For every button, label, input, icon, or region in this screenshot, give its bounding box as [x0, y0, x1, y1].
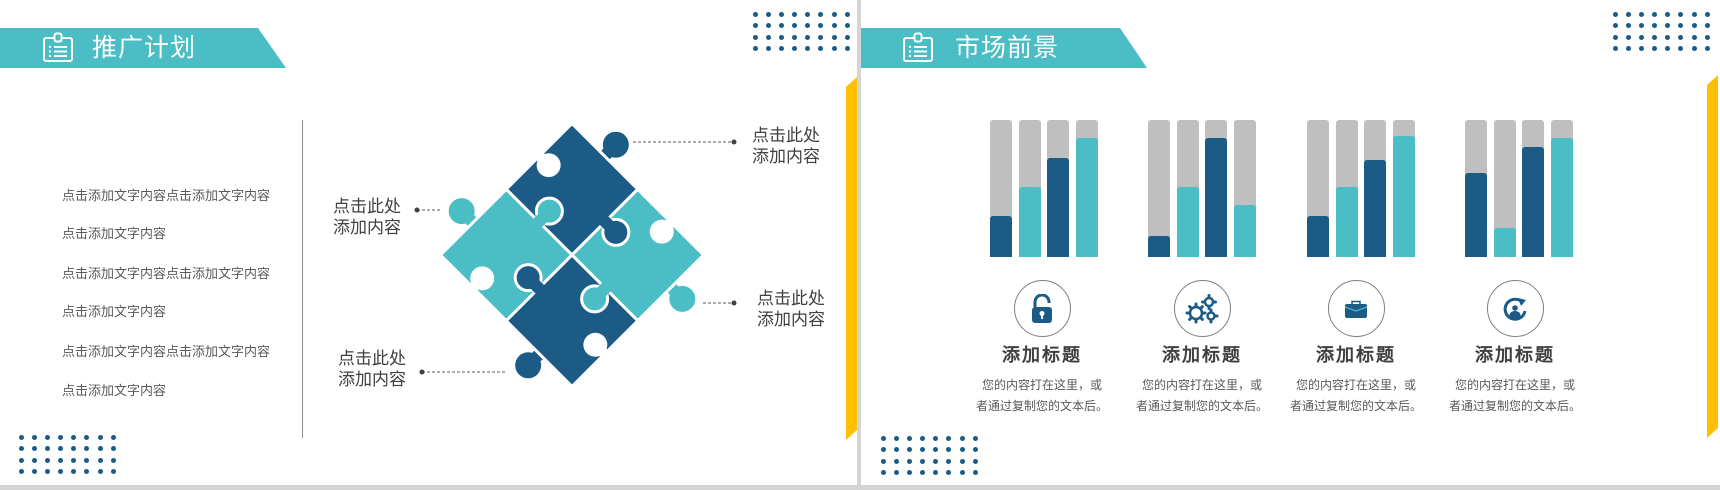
- bar-chart-3: [1307, 120, 1416, 257]
- card-description[interactable]: 您的内容打在这里，或 者通过复制您的文本后。: [1122, 375, 1282, 417]
- card-title[interactable]: 添加标题: [1002, 345, 1082, 366]
- desc-line: 者通过复制您的文本后。: [1135, 399, 1268, 413]
- label-line: 点击此处: [757, 289, 825, 309]
- id-card-list-icon: [903, 32, 933, 62]
- card-title[interactable]: 添加标题: [1316, 345, 1396, 366]
- vertical-divider: [302, 120, 303, 438]
- bar-track: [1047, 120, 1070, 257]
- card-description[interactable]: 您的内容打在这里，或 者通过复制您的文本后。: [1435, 375, 1595, 417]
- bar-fill: [1550, 137, 1574, 257]
- decorative-dot-grid: [19, 435, 116, 474]
- slide-promotion-plan: 推广计划 点击添加文字内容点击添加文字内容 点击添加文字内容 点击添加文字内容点…: [0, 0, 857, 485]
- bar-track: [1335, 120, 1358, 257]
- list-item[interactable]: 点击添加文字内容: [62, 384, 167, 399]
- bar-fill: [1335, 187, 1358, 257]
- puzzle-label-bottom-left[interactable]: 点击此处 添加内容: [338, 349, 406, 391]
- bar-track: [1205, 120, 1228, 257]
- decorative-dot-grid: [881, 436, 978, 475]
- label-line: 点击此处: [333, 197, 401, 217]
- bar-fill: [1075, 137, 1099, 257]
- label-line: 点击此处: [338, 349, 406, 369]
- puzzle-label-top-right[interactable]: 点击此处 添加内容: [752, 126, 820, 168]
- bar-track: [1148, 120, 1171, 257]
- page-title: 推广计划: [92, 33, 197, 62]
- label-line: 添加内容: [338, 370, 406, 390]
- card-description[interactable]: 您的内容打在这里，或 者通过复制您的文本后。: [1276, 375, 1436, 417]
- list-item[interactable]: 点击添加文字内容点击添加文字内容: [62, 267, 271, 282]
- desc-line: 者通过复制您的文本后。: [975, 399, 1108, 413]
- decorative-dot-grid: [753, 12, 850, 51]
- bar-fill: [1392, 136, 1416, 257]
- leader-lines: [417, 141, 734, 373]
- bar-track: [1176, 120, 1199, 257]
- bar-track: [1493, 120, 1516, 257]
- desc-line: 您的内容打在这里，或: [981, 378, 1102, 392]
- feature-card: 添加标题 您的内容打在这里，或 者通过复制您的文本后。: [1276, 280, 1436, 417]
- bar-track: [1018, 120, 1041, 257]
- bar-track: [1550, 120, 1574, 257]
- bar-chart-2: [1148, 120, 1257, 257]
- icon-circle: [1486, 280, 1544, 337]
- bar-fill: [1018, 187, 1041, 257]
- feature-card: 添加标题 您的内容打在这里，或 者通过复制您的文本后。: [1122, 280, 1282, 417]
- bar-chart-1: [990, 120, 1099, 257]
- bar-fill: [1307, 215, 1330, 257]
- list-item[interactable]: 点击添加文字内容: [62, 305, 167, 320]
- bar-track: [1075, 120, 1099, 257]
- bar-fill: [990, 215, 1013, 257]
- puzzle-label-left[interactable]: 点击此处 添加内容: [333, 197, 401, 239]
- bar-chart-4: [1465, 120, 1574, 257]
- list-item[interactable]: 点击添加文字内容: [62, 227, 167, 242]
- header-banner: 推广计划: [0, 28, 286, 68]
- bar-track: [1392, 120, 1416, 257]
- bar-track: [990, 120, 1013, 257]
- yellow-accent-strip: [1707, 75, 1718, 438]
- bar-fill: [1148, 236, 1171, 257]
- list-item[interactable]: 点击添加文字内容点击添加文字内容: [62, 189, 271, 204]
- desc-line: 您的内容打在这里，或: [1454, 378, 1575, 392]
- feature-card: 添加标题 您的内容打在这里，或 者通过复制您的文本后。: [1435, 280, 1595, 417]
- gears-icon: [1185, 293, 1219, 323]
- desc-line: 者通过复制您的文本后。: [1448, 399, 1581, 413]
- feature-card: 添加标题 您的内容打在这里，或 者通过复制您的文本后。: [962, 280, 1122, 417]
- id-card-list-icon: [43, 32, 73, 62]
- bar-fill: [1465, 173, 1488, 257]
- bar-fill: [1205, 137, 1228, 257]
- bar-fill: [1493, 228, 1516, 257]
- label-line: 点击此处: [752, 126, 820, 146]
- puzzle-label-right[interactable]: 点击此处 添加内容: [757, 289, 825, 331]
- person-refresh-icon: [1503, 297, 1527, 321]
- bar-track: [1522, 120, 1545, 257]
- list-item[interactable]: 点击添加文字内容点击添加文字内容: [62, 345, 271, 360]
- briefcase-icon: [1344, 300, 1368, 318]
- bar-fill: [1522, 147, 1545, 257]
- label-line: 添加内容: [752, 147, 820, 167]
- card-title[interactable]: 添加标题: [1475, 345, 1555, 366]
- icon-circle: [1013, 280, 1071, 337]
- puzzle-graphic: [414, 122, 737, 388]
- icon-circle: [1173, 280, 1231, 337]
- page-title: 市场前景: [955, 33, 1060, 62]
- header-banner: 市场前景: [861, 28, 1147, 68]
- bar-track: [1307, 120, 1330, 257]
- bar-fill: [1364, 159, 1387, 257]
- bar-track: [1465, 120, 1488, 257]
- bar-fill: [1233, 204, 1257, 257]
- bar-fill: [1047, 158, 1070, 257]
- desc-line: 者通过复制您的文本后。: [1289, 399, 1422, 413]
- label-line: 添加内容: [757, 310, 825, 330]
- card-description[interactable]: 您的内容打在这里，或 者通过复制您的文本后。: [962, 375, 1122, 417]
- bar-fill: [1176, 187, 1199, 257]
- bar-track: [1233, 120, 1257, 257]
- bar-track: [1364, 120, 1387, 257]
- label-line: 添加内容: [333, 218, 401, 238]
- decorative-dot-grid: [1613, 12, 1710, 51]
- card-title[interactable]: 添加标题: [1162, 345, 1242, 366]
- slide-market-outlook: 市场前景 添加标题: [861, 0, 1720, 485]
- icon-circle: [1327, 280, 1385, 337]
- unlock-icon: [1032, 293, 1052, 323]
- desc-line: 您的内容打在这里，或: [1295, 378, 1416, 392]
- yellow-accent-strip: [846, 77, 857, 440]
- desc-line: 您的内容打在这里，或: [1141, 378, 1262, 392]
